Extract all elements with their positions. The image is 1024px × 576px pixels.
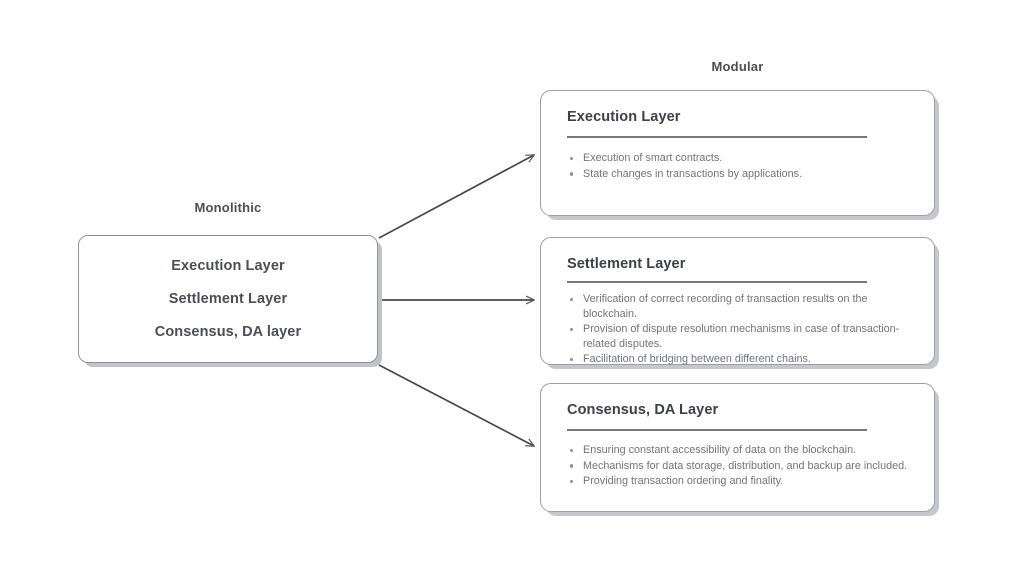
list-item: Mechanisms for data storage, distributio… <box>567 459 908 474</box>
monolithic-layer-settlement: Settlement Layer <box>168 291 288 307</box>
monolithic-box: Execution Layer Settlement Layer Consens… <box>78 235 378 363</box>
card-title-execution-layer: Execution Layer <box>567 109 681 125</box>
list-item: Verification of correct recording of tra… <box>567 292 908 321</box>
list-item: Provision of dispute resolution mechanis… <box>567 322 908 351</box>
monolithic-section-label: Monolithic <box>194 200 262 215</box>
list-item: Facilitation of bridging between differe… <box>567 352 908 367</box>
arrow-to-consensus-da-layer <box>378 364 534 446</box>
card-divider <box>567 429 867 431</box>
card-title-settlement-layer: Settlement Layer <box>567 256 686 272</box>
monolithic-layer-consensus-da: Consensus, DA layer <box>154 324 302 340</box>
card-title-consensus-da-layer: Consensus, DA Layer <box>567 402 719 418</box>
card-consensus-da-layer: Consensus, DA Layer Ensuring constant ac… <box>540 383 935 512</box>
list-item: State changes in transactions by applica… <box>567 167 908 182</box>
list-item: Ensuring constant accessibility of data … <box>567 443 908 458</box>
modular-section-label: Modular <box>711 59 764 74</box>
card-execution-layer: Execution Layer Execution of smart contr… <box>540 90 935 216</box>
card-bullet-list: Execution of smart contracts. State chan… <box>567 151 908 181</box>
list-item: Execution of smart contracts. <box>567 151 908 166</box>
card-divider <box>567 136 867 138</box>
arrow-to-execution-layer <box>378 155 534 239</box>
monolithic-layer-execution: Execution Layer <box>171 258 285 274</box>
card-bullet-list: Verification of correct recording of tra… <box>567 292 908 367</box>
list-item: Providing transaction ordering and final… <box>567 474 908 489</box>
card-settlement-layer: Settlement Layer Verification of correct… <box>540 237 935 365</box>
card-divider <box>567 281 867 283</box>
card-bullet-list: Ensuring constant accessibility of data … <box>567 443 908 489</box>
